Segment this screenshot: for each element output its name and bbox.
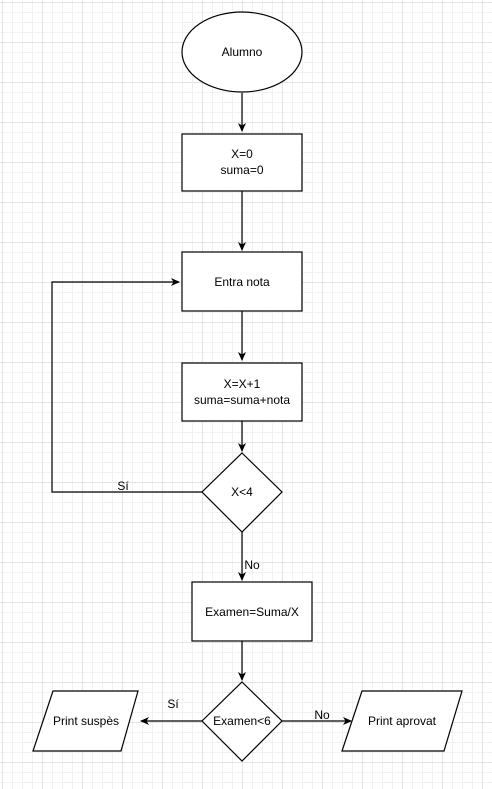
init-node-line2: suma=0 xyxy=(220,163,263,177)
pass-output-label: Print aprovat xyxy=(368,714,437,728)
grade-decision-node[interactable]: Examen<6 xyxy=(201,681,283,762)
loop-yes-label: Sí xyxy=(117,479,129,493)
init-process-node[interactable]: X=0 suma=0 xyxy=(181,133,303,192)
compute-node-label: Examen=Suma/X xyxy=(205,605,299,619)
update-process-node[interactable]: X=X+1 suma=suma+nota xyxy=(181,362,303,422)
compute-process-node[interactable]: Examen=Suma/X xyxy=(191,581,313,642)
grade-decision-label: Examen<6 xyxy=(213,714,271,728)
input-node[interactable]: Entra nota xyxy=(181,251,303,312)
grade-no-label: No xyxy=(314,708,330,722)
pass-output-node[interactable]: Print aprovat xyxy=(341,690,463,752)
loop-decision-label: X<4 xyxy=(231,485,253,499)
edge-loop-back xyxy=(51,278,202,493)
grade-yes-label: Sí xyxy=(167,697,179,711)
update-node-line1: X=X+1 xyxy=(224,377,261,391)
start-node[interactable]: Alumno xyxy=(181,11,303,93)
start-node-label: Alumno xyxy=(222,45,263,59)
input-node-label: Entra nota xyxy=(214,275,270,289)
init-node-line1: X=0 xyxy=(231,147,253,161)
fail-output-label: Print suspès xyxy=(53,714,119,728)
fail-output-node[interactable]: Print suspès xyxy=(32,690,139,752)
loop-decision-node[interactable]: X<4 xyxy=(201,452,283,533)
update-node-line2: suma=suma+nota xyxy=(194,393,290,407)
loop-no-label: No xyxy=(244,558,260,572)
